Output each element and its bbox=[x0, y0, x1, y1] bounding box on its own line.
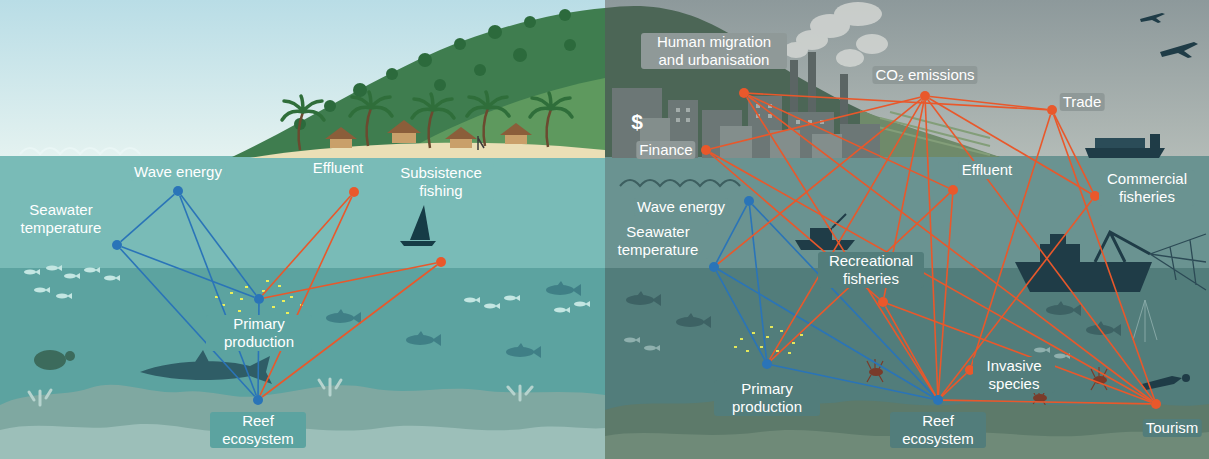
network-node: Reef ecosystem bbox=[253, 395, 263, 405]
node-label: Effluent bbox=[310, 159, 367, 177]
node-label: Invasive species bbox=[973, 357, 1055, 393]
node-label: Seawater temperature bbox=[607, 223, 709, 259]
network-node: Commercial fisheries bbox=[1090, 191, 1100, 201]
currency-sign: $ bbox=[631, 111, 643, 133]
network-node: Reef ecosystem bbox=[933, 395, 943, 405]
network-link bbox=[941, 200, 1092, 396]
network-node: Finance bbox=[701, 145, 711, 155]
node-label: Tourism bbox=[1143, 419, 1202, 437]
network-link bbox=[180, 196, 256, 396]
network-link bbox=[748, 96, 1152, 401]
network-link bbox=[771, 193, 950, 360]
network-link bbox=[770, 100, 923, 359]
node-label: Effluent bbox=[959, 161, 1016, 179]
network-link bbox=[181, 195, 256, 295]
network-node: Primary production bbox=[254, 294, 264, 304]
left-scene bbox=[0, 0, 605, 459]
network-node: Primary production bbox=[762, 359, 772, 369]
network-node: Trade bbox=[1047, 105, 1057, 115]
network-link bbox=[747, 97, 936, 396]
network-node: Wave energy bbox=[744, 196, 754, 206]
network-node: Seawater temperature bbox=[709, 262, 719, 272]
network-link bbox=[925, 101, 938, 395]
network-link bbox=[121, 194, 175, 241]
network-node: Subsistence fishing bbox=[436, 257, 446, 267]
node-label: Trade bbox=[1060, 93, 1105, 111]
network-link bbox=[718, 99, 921, 264]
node-label: Seawater temperature bbox=[10, 201, 112, 237]
network-link bbox=[930, 97, 1047, 110]
node-label: Reef ecosystem bbox=[890, 412, 986, 448]
network-link bbox=[938, 195, 952, 395]
network-node: Invasive species bbox=[965, 365, 975, 375]
network-link bbox=[716, 271, 764, 359]
network-node: Human migration and urbanisation bbox=[739, 88, 749, 98]
node-label: Finance bbox=[636, 141, 695, 159]
network-link bbox=[929, 99, 1090, 194]
node-label: Subsistence fishing bbox=[388, 164, 494, 200]
network-link bbox=[943, 400, 1151, 404]
node-label: Human migration and urbanisation bbox=[641, 33, 787, 69]
network-link bbox=[888, 304, 1152, 403]
network-link bbox=[711, 97, 920, 149]
network-link bbox=[885, 306, 935, 395]
network-node: Wave energy bbox=[173, 186, 183, 196]
node-label: Reef ecosystem bbox=[210, 412, 306, 448]
node-label: Primary production bbox=[714, 380, 820, 416]
network-node: Effluent bbox=[349, 187, 359, 197]
network-node: Effluent bbox=[948, 185, 958, 195]
network-node: Recreational fisheries bbox=[878, 297, 888, 307]
network-link bbox=[1054, 115, 1155, 400]
network-link bbox=[928, 100, 1153, 400]
node-label: Commercial fisheries bbox=[1099, 170, 1195, 206]
network-link bbox=[749, 93, 1047, 109]
node-label: Recreational fisheries bbox=[818, 252, 924, 288]
right-scene bbox=[605, 0, 1209, 459]
network-link bbox=[262, 196, 350, 296]
network-node: Tourism bbox=[1151, 399, 1161, 409]
node-label: CO₂ emissions bbox=[872, 66, 977, 84]
network-node: Seawater temperature bbox=[112, 240, 122, 250]
node-label: Primary production bbox=[206, 315, 312, 351]
network-link bbox=[942, 373, 967, 396]
node-label: Wave energy bbox=[634, 198, 728, 216]
network-node: CO₂ emissions bbox=[920, 91, 930, 101]
node-label: Wave energy bbox=[131, 163, 225, 181]
network-link bbox=[1054, 114, 1093, 191]
network-link bbox=[749, 95, 949, 188]
network-link bbox=[264, 263, 436, 298]
network-link bbox=[972, 115, 1051, 365]
network-link bbox=[710, 152, 1151, 401]
